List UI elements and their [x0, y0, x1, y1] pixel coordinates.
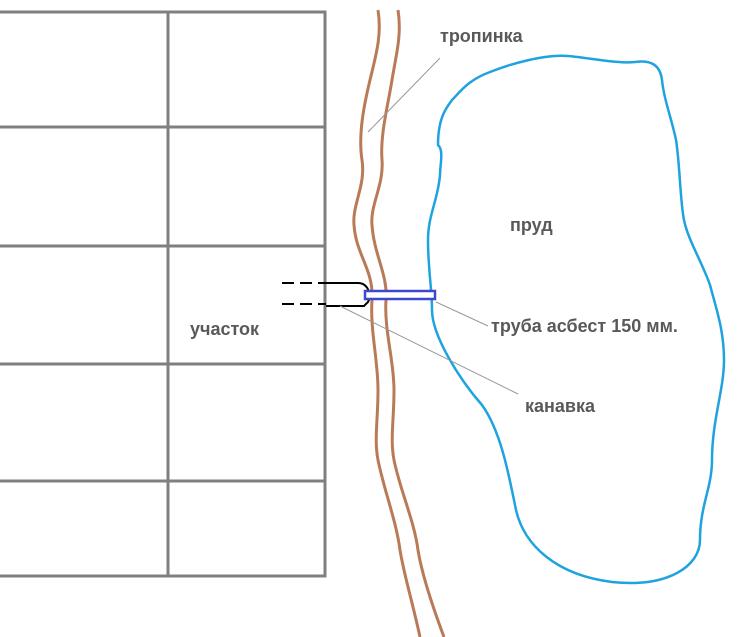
- label-pond: пруд: [510, 215, 553, 235]
- leader-line-footpath: [367, 57, 441, 133]
- label-pipe: труба асбест 150 мм.: [491, 316, 678, 336]
- plot-grid: [0, 10, 327, 578]
- label-footpath: тропинка: [440, 26, 524, 46]
- pond-outline: [426, 54, 726, 585]
- label-ditch: канавка: [525, 396, 596, 416]
- footpath: [352, 9, 446, 637]
- leader-line-pipe: [435, 301, 489, 327]
- label-plot: участок: [190, 319, 260, 339]
- leader-line-ditch: [339, 305, 519, 395]
- leader-lines: [339, 57, 519, 395]
- plot-outline: [0, 10, 327, 578]
- ditch-solid-outline: [326, 282, 371, 307]
- asbestos-pipe: [363, 289, 437, 301]
